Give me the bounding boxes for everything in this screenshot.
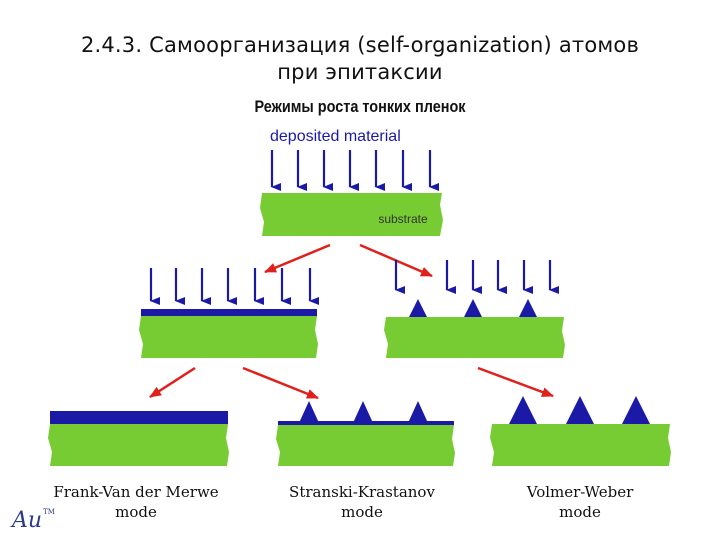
page-title-line2: при эпитаксии — [277, 60, 443, 84]
deposition-arrows-top — [270, 150, 439, 191]
islands-middle-right — [409, 299, 537, 317]
red-arrows-level1 — [264, 243, 433, 278]
stranski-label-line1: Stranski-Krastanov — [289, 483, 435, 501]
substrate-top — [260, 193, 443, 236]
volmer-label-line1: Volmer-Weber — [526, 483, 634, 501]
volmer-weber-label: Volmer-Weber mode — [480, 482, 680, 522]
substrate-label: substrate — [378, 212, 428, 226]
substrate-middle-left — [139, 316, 318, 358]
frank-label-line1: Frank-Van der Merwe — [53, 483, 219, 501]
stranski-krastanov-label: Stranski-Krastanov mode — [262, 482, 462, 522]
substrate-volmer — [490, 424, 671, 466]
deposition-arrows-left — [149, 268, 319, 305]
page-title-line1: 2.4.3. Самоорганизация (self-organizatio… — [80, 33, 640, 57]
frank-van-der-merwe-label: Frank-Van der Merwe mode — [36, 482, 236, 522]
wetting-layer-stranski — [278, 421, 454, 425]
islands-volmer — [509, 396, 650, 424]
deposited-material-label: deposited material — [270, 128, 401, 145]
frank-label-line2: mode — [115, 503, 157, 521]
substrate-middle-right — [384, 317, 565, 358]
volmer-label-line2: mode — [559, 503, 601, 521]
film-layer-frank — [50, 411, 228, 424]
red-arrows-level2 — [149, 366, 554, 400]
islands-stranski — [299, 401, 428, 423]
film-layer-middle-left — [141, 309, 317, 316]
substrate-stranski — [276, 425, 455, 466]
deposition-arrows-right — [394, 260, 559, 294]
logo-text: Au — [12, 508, 43, 533]
logo-mark: TM — [43, 508, 55, 516]
stranski-label-line2: mode — [341, 503, 383, 521]
diagram-subtitle: Режимы роста тонких пленок — [254, 97, 466, 116]
substrate-frank — [48, 424, 229, 466]
logo: AuTM — [12, 508, 55, 533]
